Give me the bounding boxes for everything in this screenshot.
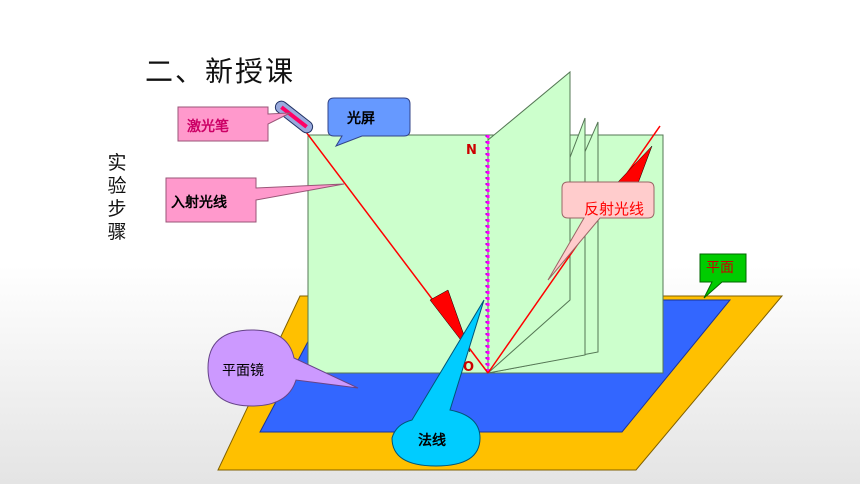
page-title: 二、新授课 [145,55,296,88]
point-n-label: N [466,143,477,158]
reflected-ray-callout [547,181,655,281]
laser-pen-icon [274,100,314,134]
point-o-label: O [463,360,475,375]
mirror-label: 平面镜 [222,363,264,379]
laser-pen-callout [177,106,291,142]
screen-callout [327,97,411,147]
normal-callout [391,299,485,467]
plane-label: 平面 [706,260,734,276]
plane-callout [699,253,747,299]
reflected-ray-label: 反射光线 [584,200,645,218]
normal-label: 法线 [418,433,446,449]
screen-label: 光屏 [347,111,375,127]
screen-folded-panel-front [487,70,571,375]
incident-ray-callout [165,177,345,223]
incident-ray-arrow [429,289,471,353]
incident-ray-label: 入射光线 [171,195,227,211]
experiment-steps-label: 实验步骤 [107,152,127,243]
laser-pen-label: 激光笔 [187,119,229,135]
mirror-callout [207,329,359,407]
